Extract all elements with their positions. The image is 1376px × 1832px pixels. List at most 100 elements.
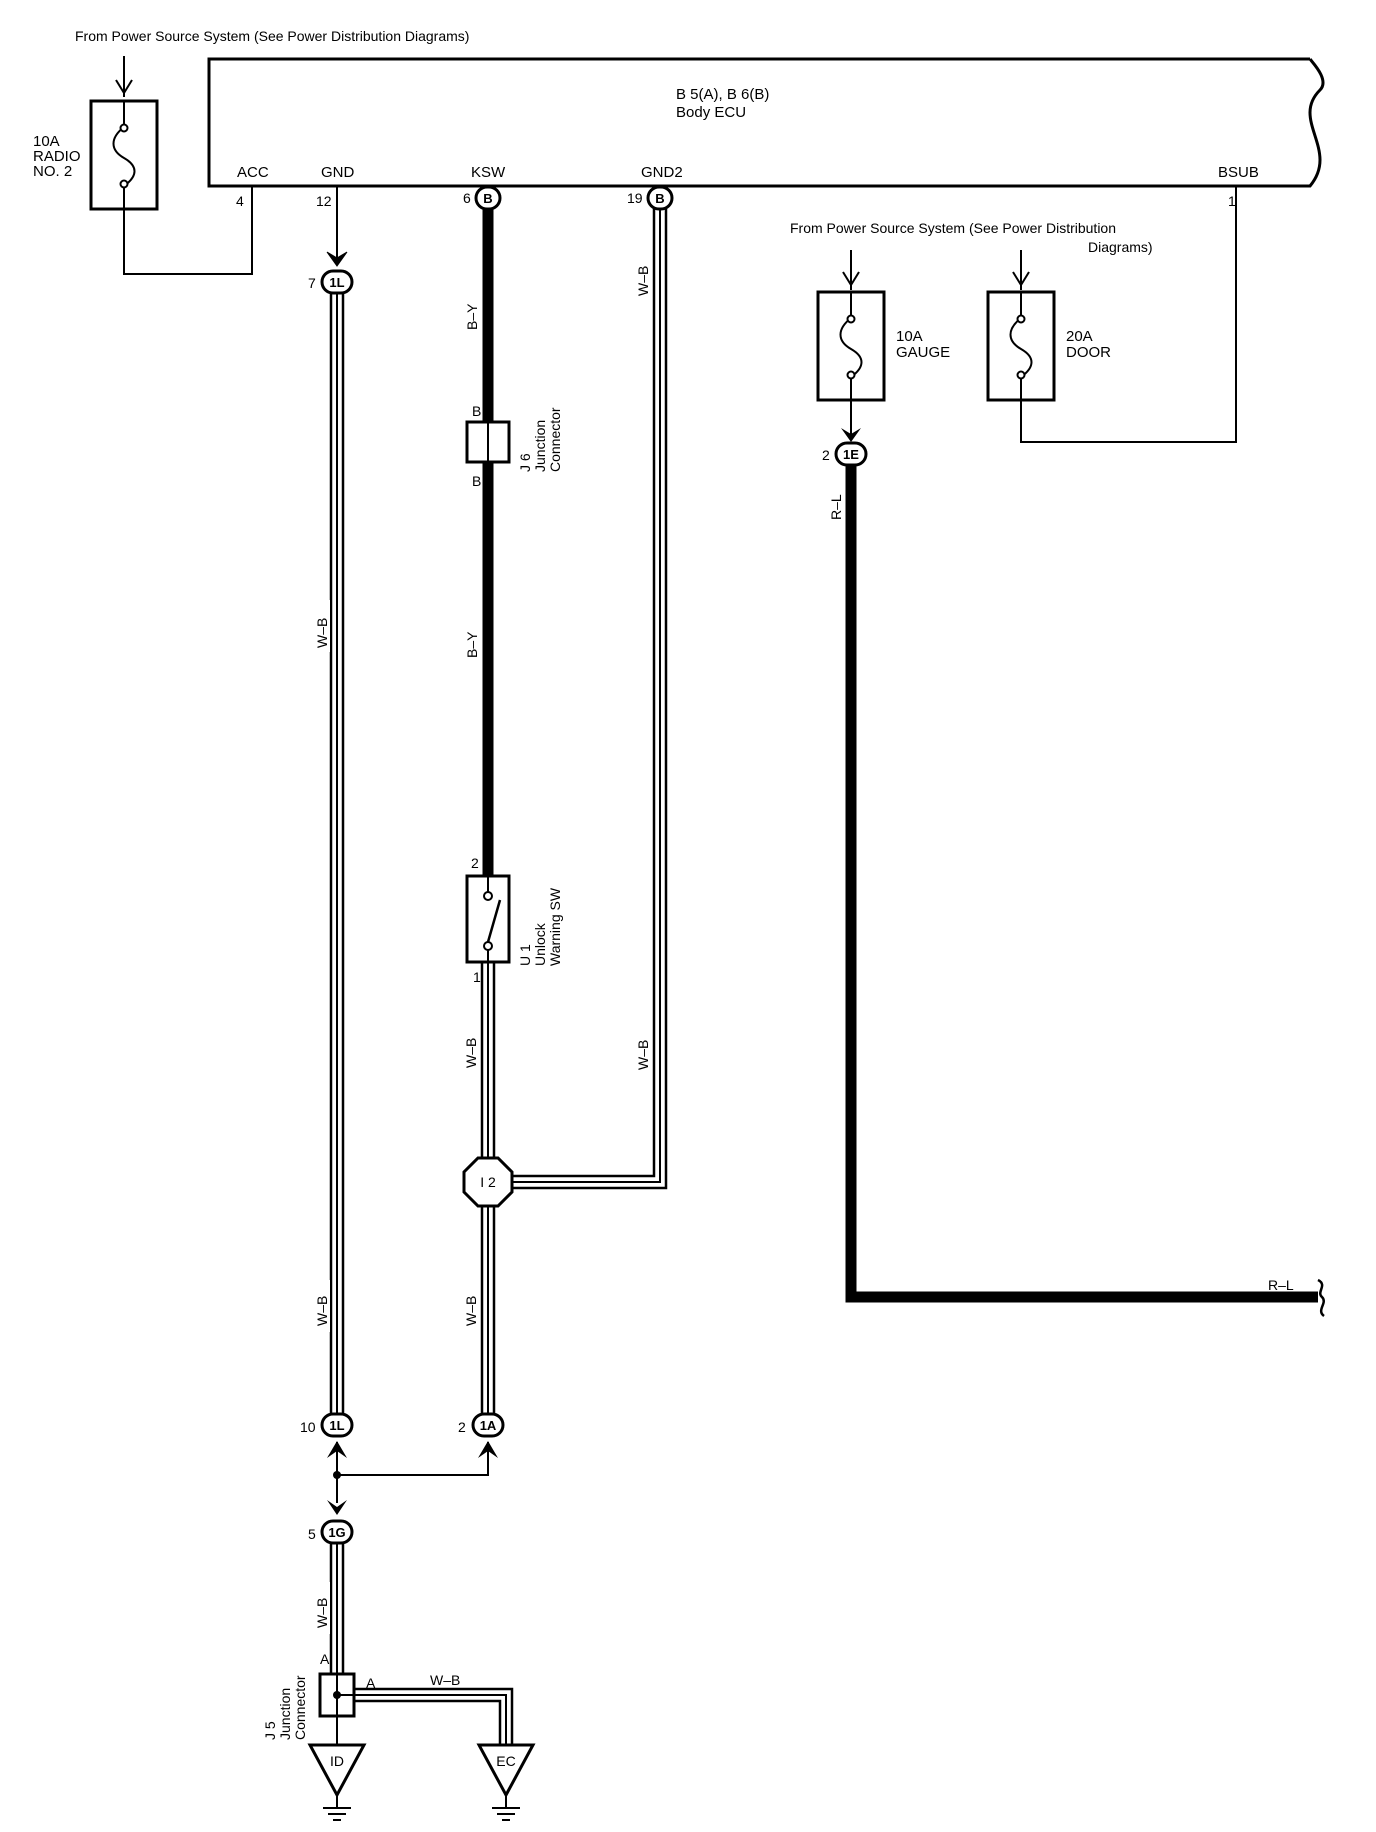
splice-i2: I 2 — [462, 1156, 514, 1208]
fuse-radio-rating: 10A — [33, 133, 60, 150]
gnd2-connector-oval: B — [646, 185, 674, 211]
wire-color-c1g-out: W–B — [314, 1598, 330, 1628]
c1g-pin: 5 — [308, 1526, 316, 1542]
wire-color-gauge-upper: R–L — [828, 494, 844, 520]
svg-text:1A: 1A — [480, 1418, 497, 1433]
junction-connector-j5 — [318, 1672, 356, 1718]
svg-text:1L: 1L — [329, 1418, 344, 1433]
terminal-bsub-pin: 1 — [1228, 193, 1236, 209]
wire-color-gnd-main: W–B — [314, 618, 330, 648]
wire-color-gnd2-upper: W–B — [635, 266, 651, 296]
j6-name2: Connector — [547, 407, 563, 472]
svg-text:1L: 1L — [329, 275, 344, 290]
terminal-acc-label: ACC — [237, 164, 269, 181]
u1-pin-top: 2 — [471, 855, 479, 871]
wire-switch-to-splice — [480, 962, 496, 1158]
wire-gauge-r-l — [845, 465, 1318, 1303]
terminal-gnd2-label: GND2 — [641, 164, 683, 181]
junction-connector-j6 — [465, 420, 511, 464]
u1-id: U 1 — [517, 944, 533, 966]
c1a-arrow — [478, 1441, 498, 1458]
c1a-pin: 2 — [458, 1419, 466, 1435]
u1-pin-bottom: 1 — [473, 969, 481, 985]
svg-text:EC: EC — [496, 1753, 515, 1769]
wire-gauge-break — [1317, 1278, 1325, 1317]
ecu-connectors: B 5(A), B 6(B) — [676, 86, 769, 103]
wire-splice-to-1a — [480, 1206, 496, 1414]
svg-text:1E: 1E — [843, 447, 859, 462]
terminal-gnd-pin: 12 — [316, 193, 332, 209]
j5-id: J 5 — [262, 1721, 278, 1740]
fuse-door-rating: 20A — [1066, 328, 1093, 345]
wire-color-j5-out: W–B — [430, 1672, 460, 1688]
connector-1l-top: 1L — [320, 269, 354, 295]
fuse-gauge — [816, 290, 886, 402]
ecu-name: Body ECU — [676, 104, 746, 121]
j6-name1: Junction — [532, 420, 548, 472]
fuse-door — [986, 290, 1056, 402]
wire-color-ksw-lower: B–Y — [464, 631, 480, 658]
terminal-ksw-label: KSW — [471, 164, 506, 181]
wire-radio-to-acc — [123, 187, 253, 275]
connector-1e: 1E — [834, 441, 868, 467]
wire-1g-to-j5 — [329, 1543, 345, 1674]
door-feed-arrowhead — [1012, 271, 1030, 287]
wire-color-gnd-lower: W–B — [314, 1296, 330, 1326]
wire-color-gauge-right: R–L — [1268, 1277, 1294, 1293]
fuse-gauge-rating: 10A — [896, 328, 923, 345]
wire-color-gnd2-lower: W–B — [635, 1040, 651, 1070]
j5-pin-top: A — [320, 1651, 330, 1667]
wire-gnd2 — [512, 209, 668, 1190]
terminal-acc-pin: 4 — [236, 193, 244, 209]
svg-text:ID: ID — [330, 1753, 344, 1769]
fuse-radio-name: RADIO — [33, 148, 81, 165]
gauge-arrow-1e — [841, 428, 861, 442]
c1g-arrow — [327, 1500, 347, 1515]
c1l-bottom-pin: 10 — [300, 1419, 316, 1435]
fuse-gauge-name: GAUGE — [896, 344, 950, 361]
gauge-feed-arrowhead — [842, 271, 860, 287]
connector-1l-bottom: 1L — [320, 1412, 354, 1438]
svg-text:I 2: I 2 — [480, 1174, 496, 1190]
wire-color-ksw-upper: B–Y — [464, 303, 480, 330]
terminal-gnd-label: GND — [321, 164, 355, 181]
switch-u1 — [465, 874, 511, 964]
connector-1a: 1A — [471, 1412, 505, 1438]
gnd-arrow-top — [326, 251, 348, 267]
fuse-radio — [89, 99, 159, 211]
power-source-note-right-line1: From Power Source System (See Power Dist… — [790, 220, 1116, 236]
c1e-pin: 2 — [822, 447, 830, 463]
power-source-note-right-line2: Diagrams) — [1088, 239, 1153, 255]
u1-name1: Unlock — [532, 922, 548, 966]
ground-id: ID — [307, 1743, 367, 1821]
j5-name1: Junction — [277, 1688, 293, 1740]
ground-ec: EC — [476, 1743, 536, 1821]
u1-name2: Warning SW — [547, 887, 563, 966]
svg-text:1G: 1G — [328, 1525, 345, 1540]
j5-pin-right: A — [366, 1675, 376, 1691]
j5-name2: Connector — [292, 1675, 308, 1740]
svg-text:B: B — [655, 191, 664, 206]
body-ecu-box — [207, 57, 1325, 188]
connector-1g: 1G — [320, 1519, 354, 1545]
j6-pin-bottom: B — [472, 473, 481, 489]
ksw-connector-oval: B — [474, 185, 502, 211]
terminal-gnd2-pin: 19 — [627, 190, 643, 206]
fuse-door-name: DOOR — [1066, 344, 1111, 361]
terminal-ksw-pin: 6 — [463, 190, 471, 206]
fuse-radio-number: NO. 2 — [33, 163, 72, 180]
j6-id: J 6 — [517, 453, 533, 472]
c1l-top-pin: 7 — [308, 275, 316, 291]
svg-text:B: B — [483, 191, 492, 206]
wire-gnd-main — [329, 293, 345, 1414]
j6-pin-top: B — [472, 403, 481, 419]
radio-feed-arrowhead — [115, 79, 133, 95]
wire-j5-to-ec — [354, 1687, 514, 1745]
wire-door-to-bsub — [1020, 187, 1237, 443]
power-source-note-left: From Power Source System (See Power Dist… — [75, 28, 469, 44]
wire-color-splice-out: W–B — [463, 1296, 479, 1326]
terminal-bsub-label: BSUB — [1218, 164, 1259, 181]
wire-1l-to-1a — [337, 1442, 489, 1476]
